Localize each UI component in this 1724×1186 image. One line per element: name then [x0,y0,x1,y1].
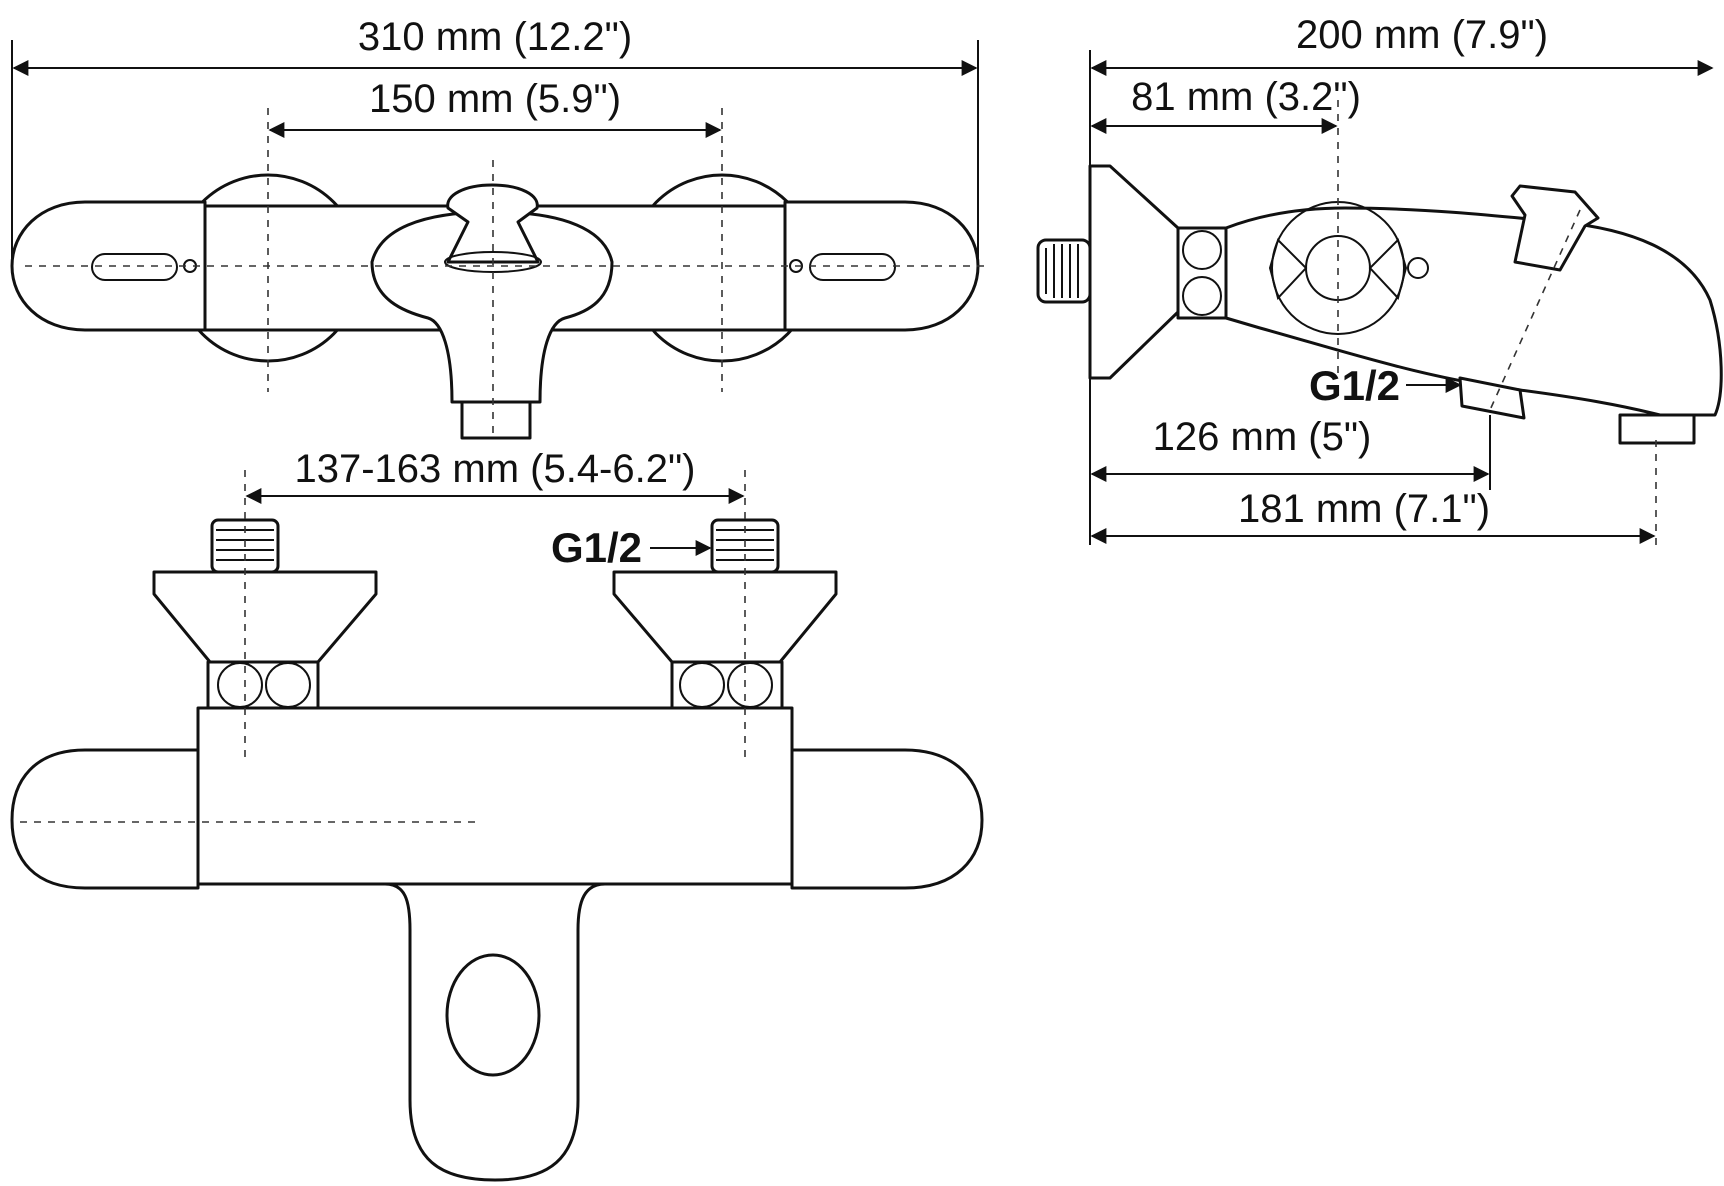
label-wall-to-center: 81 mm (3.2") [1131,75,1361,119]
label-overall-width: 310 mm (12.2") [358,15,632,59]
label-g12-top: G1/2 [551,524,642,571]
left-escutcheon [152,570,378,664]
side-nut [1176,226,1228,320]
top-right-handle [790,748,984,890]
right-escutcheon [612,570,838,664]
top-spout-opening [445,953,541,1077]
top-view: 137-163 mm (5.4-6.2") G1/2 [10,447,984,1182]
front-view: 310 mm (12.2") 150 mm (5.9") [10,15,990,440]
label-wall-to-spout: 181 mm (7.1") [1238,487,1490,531]
side-spout-outlet [1618,413,1696,445]
label-inlet-spacing: 137-163 mm (5.4-6.2") [294,447,695,491]
label-centers: 150 mm (5.9") [369,77,621,121]
side-g12-fitting [1458,376,1526,420]
left-handle-slot [91,253,178,281]
label-wall-to-outlet: 126 mm (5") [1153,415,1372,459]
spout-outlet [460,400,532,440]
right-handle-slot [809,253,896,281]
side-view: 200 mm (7.9") 81 mm (3.2") G1/2 126 mm (… [1036,13,1723,545]
side-escutcheon [1088,164,1180,380]
top-mixer-body [196,706,794,886]
label-overall-depth: 200 mm (7.9") [1296,13,1548,57]
left-handle [10,200,207,332]
top-left-handle [10,748,200,890]
side-diverter-knob [1510,184,1600,272]
label-g12-side: G1/2 [1309,362,1400,409]
diverter-knob [446,183,540,264]
